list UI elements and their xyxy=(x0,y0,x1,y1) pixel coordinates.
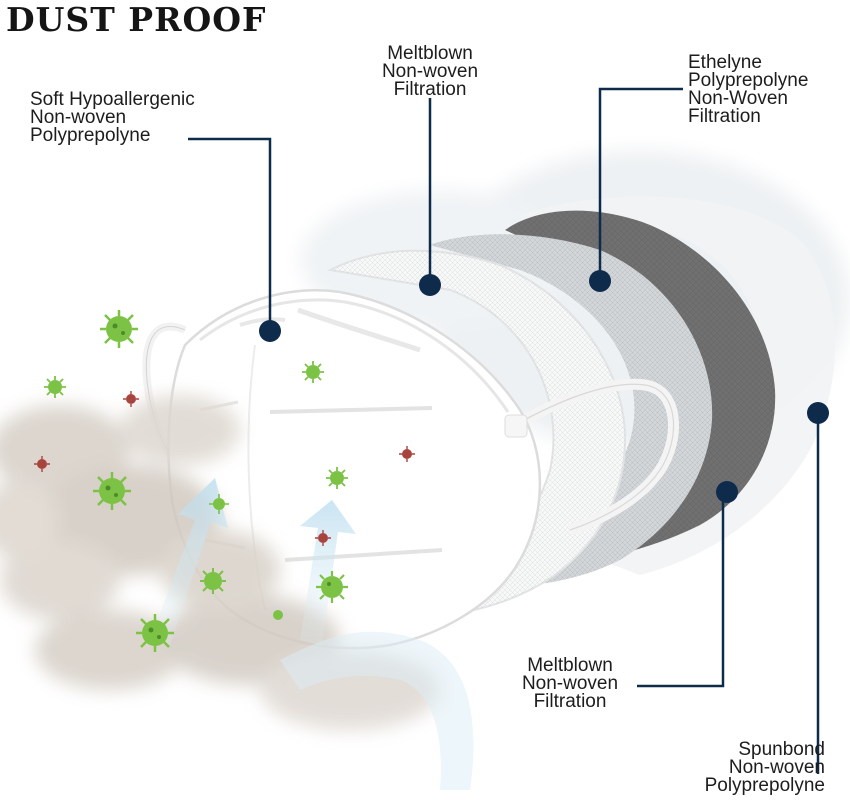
marker-dot xyxy=(259,320,281,342)
airflow-arrows xyxy=(150,478,474,790)
title: DUST PROOF xyxy=(6,0,267,39)
label-line: Non-woven xyxy=(30,107,127,128)
label-line: Ethelyne xyxy=(688,52,762,73)
virus-icon xyxy=(123,391,139,407)
callout-leaders xyxy=(188,87,820,774)
label-meltblown-bottom: Meltblown Non-woven Filtration xyxy=(500,655,640,712)
label-line: Non-woven xyxy=(521,673,619,694)
virus-icon xyxy=(326,467,348,489)
label-line: Non-Woven xyxy=(688,88,788,109)
label-line: Filtration xyxy=(533,691,607,712)
label-line: Polyprepolyne xyxy=(30,125,151,146)
label-line: Meltblown xyxy=(527,655,613,676)
virus-icon xyxy=(100,310,138,348)
label-line: Polyprepolyne xyxy=(704,775,825,796)
marker-dot xyxy=(716,481,738,503)
virus-particles xyxy=(34,310,415,652)
label-line: Filtration xyxy=(393,79,467,100)
marker-dot xyxy=(589,270,611,292)
label-line: Polyprepolyne xyxy=(688,70,809,91)
virus-icon xyxy=(273,610,283,620)
marker-dot xyxy=(807,402,829,424)
virus-icon xyxy=(44,376,66,398)
virus-icon xyxy=(315,530,331,546)
virus-icon xyxy=(209,494,229,514)
label-line: Non-woven xyxy=(728,757,825,778)
label-soft-hypoallergenic: Soft Hypoallergenic Non-woven Polyprepol… xyxy=(30,89,195,146)
virus-icon xyxy=(316,571,348,603)
label-spunbond: Spunbond Non-woven Polyprepolyne xyxy=(680,739,825,796)
marker-dot xyxy=(419,274,441,296)
virus-icon xyxy=(93,472,131,510)
virus-icon xyxy=(399,446,415,462)
label-line: Soft Hypoallergenic xyxy=(30,89,195,110)
virus-icon xyxy=(136,614,174,652)
virus-icon xyxy=(200,568,226,594)
virus-icon xyxy=(302,361,324,383)
label-line: Spunbond xyxy=(738,739,825,760)
spunbond-layer xyxy=(520,196,836,575)
virus-icon xyxy=(34,456,50,472)
label-line: Filtration xyxy=(688,106,761,127)
label-line: Non-woven xyxy=(381,61,479,82)
label-ethelyne: Ethelyne Polyprepolyne Non-Woven Filtrat… xyxy=(688,52,809,127)
label-meltblown-top: Meltblown Non-woven Filtration xyxy=(362,43,498,100)
label-line: Meltblown xyxy=(387,43,473,64)
callout-markers xyxy=(259,270,829,503)
